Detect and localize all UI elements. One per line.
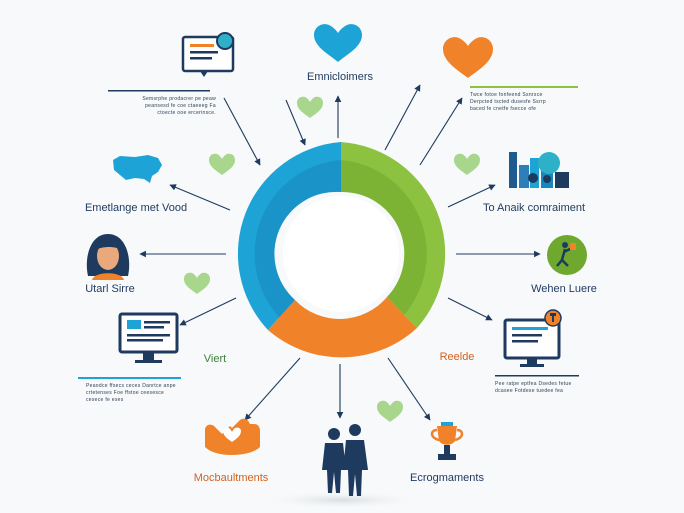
person-sign-icon: [547, 235, 587, 275]
caption-bottom-left: Peaodce ffsecs ceces Danrtce anpe crtete…: [86, 383, 176, 403]
city-icon: [509, 152, 569, 188]
label-bottom-left: Mocbaultments: [193, 472, 269, 484]
donut-segment-orange: [268, 297, 417, 358]
label-right-upper: To Anaik comraiment: [482, 202, 586, 214]
floor-shadow: [262, 491, 422, 509]
label-left-lower: Viert: [203, 353, 227, 365]
heart-icon: [184, 96, 480, 422]
monitor-icon: [503, 309, 562, 367]
label-right-mid: Wehen Luere: [531, 283, 597, 295]
caption-rule: [78, 377, 181, 379]
monitor-icon: [118, 312, 179, 363]
label-right-lower: Reelde: [439, 351, 475, 363]
connector-arrows: [139, 84, 541, 421]
donut-segment-green-inner: [341, 160, 427, 315]
label-top: Emnicloimers: [306, 71, 374, 83]
caption-rule: [470, 86, 578, 88]
couple-icon: [322, 424, 368, 496]
trophy-icon: [430, 422, 464, 460]
donut-hole: [283, 196, 399, 312]
map-icon: [113, 155, 162, 183]
heart-icon: [314, 24, 362, 62]
caption-rule: [108, 90, 210, 92]
donut-segment-blue-inner: [254, 160, 341, 318]
woman-avatar-icon: [86, 234, 130, 280]
label-bottom-right: Ecrogmaments: [410, 472, 484, 484]
caption-rule: [495, 375, 579, 377]
central-donut: [237, 142, 446, 358]
caption-top-right: Twce fotoe fonfeend Ssnrsce Derpcted tsc…: [470, 92, 546, 112]
label-left-mid: Utarl Sirre: [85, 283, 135, 295]
hands-heart-icon: [205, 418, 260, 455]
caption-bottom-right: Pee ratpe eptfea Dsedes fetue dcasee Fot…: [495, 381, 572, 394]
speech-monitor-icon: [181, 32, 235, 77]
caption-top-left: Semsrphe prodacrer pe peaw peansesd fe c…: [142, 96, 216, 116]
label-left-upper: Emetlange met Vood: [84, 202, 188, 214]
heart-icon: [443, 37, 493, 78]
